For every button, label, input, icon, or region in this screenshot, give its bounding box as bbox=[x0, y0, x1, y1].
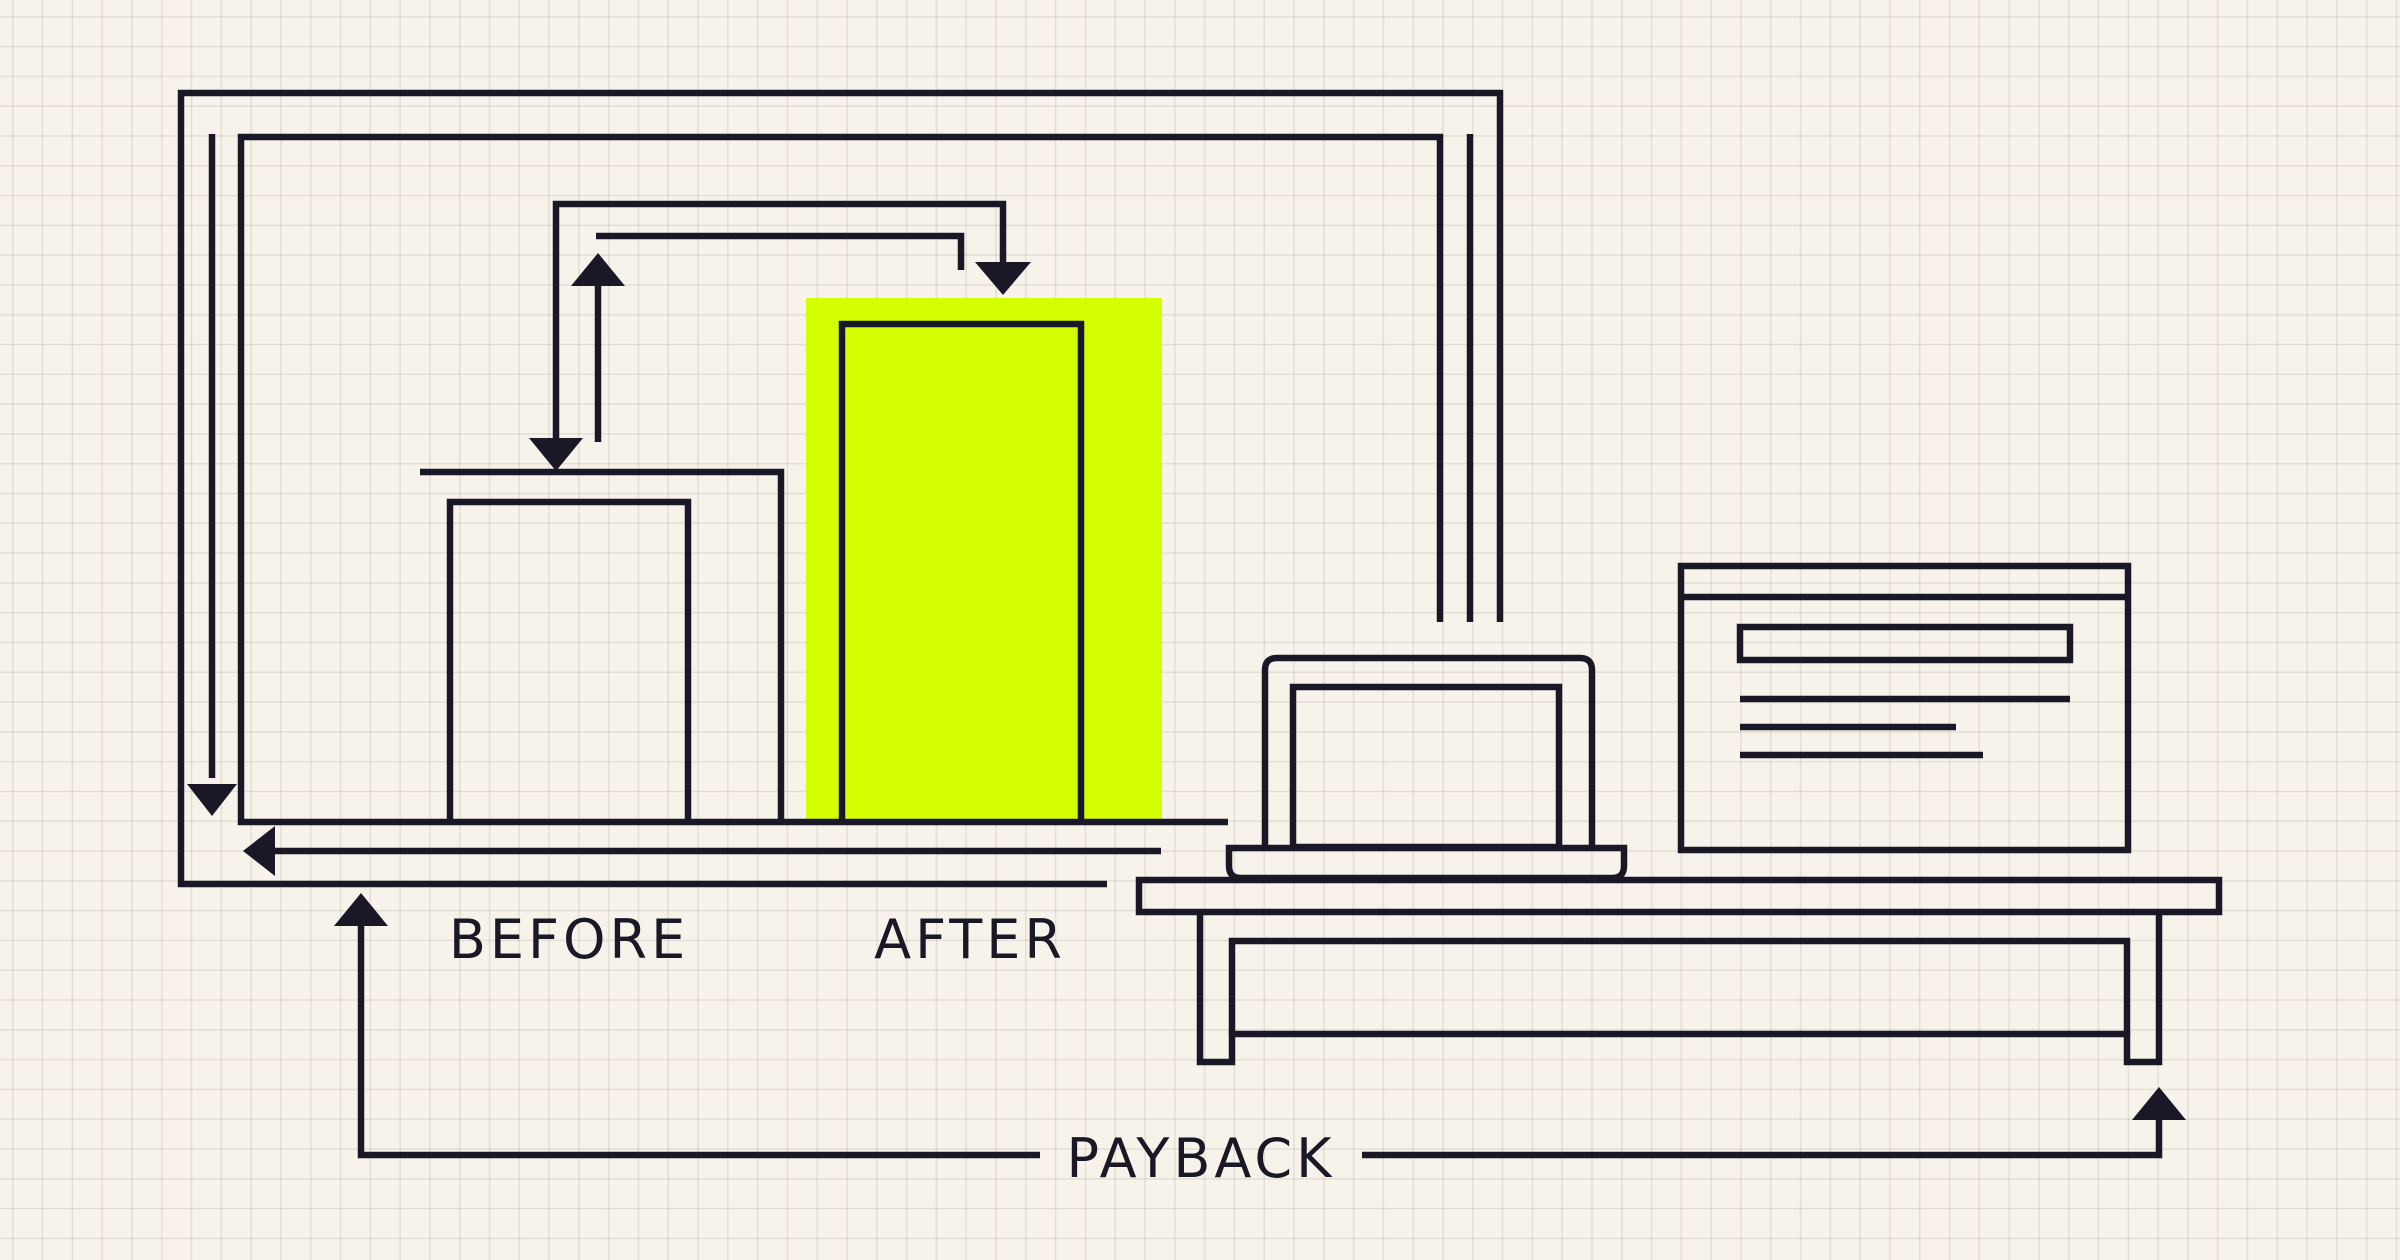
payback-line-right bbox=[1362, 1120, 2163, 1159]
outer-loop-frame bbox=[177, 89, 1504, 888]
before-bar-shadow bbox=[420, 468, 785, 822]
browser-search-bar bbox=[1736, 623, 2074, 664]
arrow-up-icon bbox=[571, 253, 625, 286]
arrow-down-icon bbox=[187, 784, 237, 816]
laptop-screen-inner bbox=[1289, 683, 1563, 851]
desk-drawer-line bbox=[1228, 937, 2131, 1034]
payback-line-left bbox=[357, 926, 1040, 1159]
arrow-up-icon bbox=[334, 893, 388, 926]
before-bar bbox=[446, 498, 692, 822]
after-bar bbox=[838, 320, 1085, 822]
top-loop-inner bbox=[596, 232, 965, 270]
arrow-up-icon bbox=[2132, 1087, 2186, 1120]
after-highlight bbox=[806, 298, 1162, 820]
inner-loop-frame bbox=[237, 133, 1444, 826]
laptop-base bbox=[1225, 844, 1628, 882]
desk-body bbox=[1196, 912, 2163, 1066]
payback-label: PAYBACK bbox=[1067, 1127, 1336, 1190]
before-label: BEFORE bbox=[449, 908, 689, 971]
top-loop-outer bbox=[552, 200, 1007, 443]
browser-window bbox=[1677, 562, 2132, 854]
desk-top bbox=[1135, 876, 2223, 916]
arrow-down-icon bbox=[529, 438, 583, 471]
after-label: AFTER bbox=[874, 908, 1066, 971]
laptop-screen-outer bbox=[1261, 654, 1596, 847]
arrow-down-icon bbox=[975, 262, 1031, 295]
arrow-left-icon bbox=[243, 826, 275, 876]
